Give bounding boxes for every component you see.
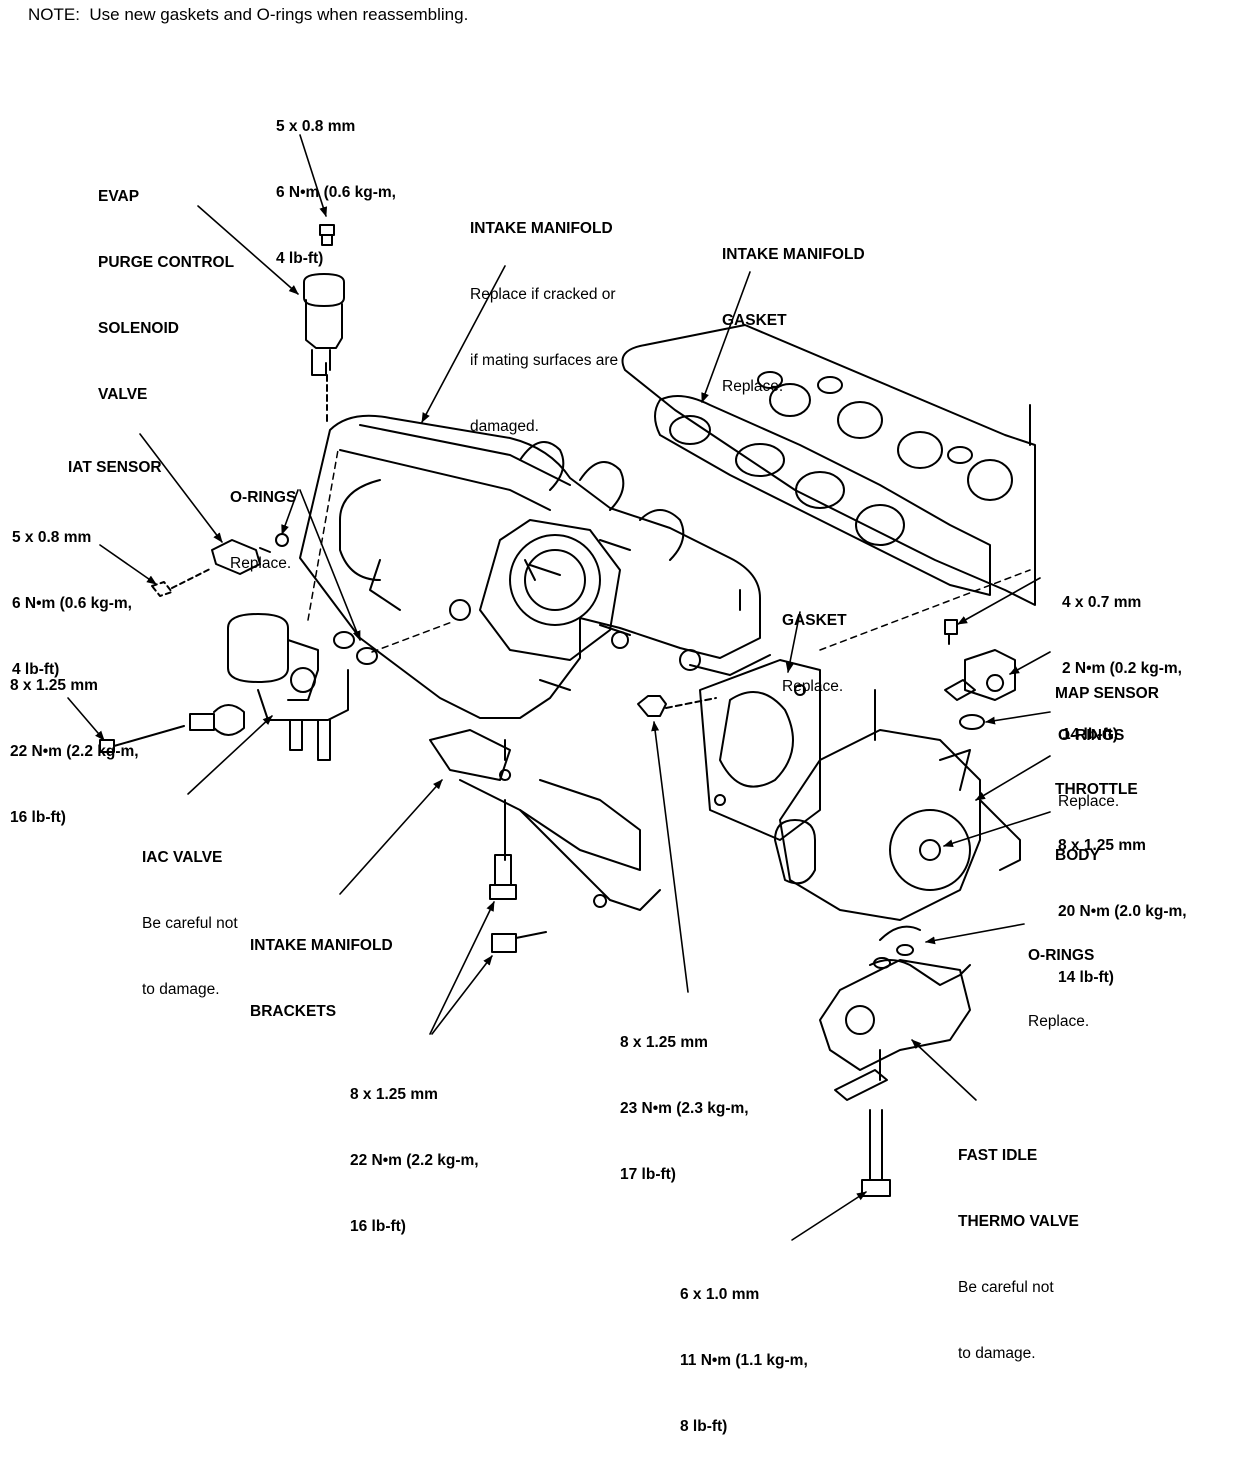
evap-solenoid-valve-part [303,224,345,426]
label-iat-sensor: IAT SENSOR [68,459,162,476]
label-o-rings-iat: O-RINGS Replace. [230,489,297,572]
fast-idle-thermo-valve-part [819,959,971,1197]
label-gasket: GASKET Replace. [782,612,847,695]
note-text: NOTE: Use new gaskets and O-rings when r… [28,5,469,24]
label-iac-valve: IAC VALVE Be careful not to damage. [142,849,238,998]
intake-manifold-part [299,414,771,719]
torque-label-iac-bolt: 8 x 1.25 mm 22 N•m (2.2 kg-m, 16 lb-ft) [10,677,139,826]
alignment-lines [307,449,1031,653]
intake-manifold-gasket-part [621,324,1036,606]
torque-label-bracket-bolts: 8 x 1.25 mm 22 N•m (2.2 kg-m, 16 lb-ft) [350,1086,479,1235]
label-o-rings-map: O-RINGS Replace. [1058,727,1125,810]
label-o-rings-throttle: O-RINGS Replace. [1028,947,1095,1030]
label-map-sensor: MAP SENSOR [1055,685,1159,702]
label-intake-manifold-brackets: INTAKE MANIFOLD BRACKETS [250,937,393,1020]
torque-label-nut: 8 x 1.25 mm 23 N•m (2.3 kg-m, 17 lb-ft) [620,1034,749,1183]
label-intake-manifold-gasket: INTAKE MANIFOLD GASKET Replace. [722,246,865,395]
exploded-view-drawing [67,134,1051,1241]
nut-part [637,695,717,717]
torque-label-iat-bolt: 5 x 0.8 mm 6 N•m (0.6 kg-m, 4 lb-ft) [12,529,132,678]
label-throttle-body: THROTTLE BODY [1055,781,1138,864]
torque-label-throttle-bolt: 8 x 1.25 mm 20 N•m (2.0 kg-m, 14 lb-ft) [1058,837,1187,986]
throttle-body-part [774,689,1021,969]
throttle-body-gasket-part [699,659,821,841]
intake-manifold-brackets-part [429,729,661,953]
label-evap-purge-control-solenoid-valve: EVAP PURGE CONTROL SOLENOID VALVE [98,188,235,403]
leader-lines [67,134,1051,1241]
label-intake-manifold: INTAKE MANIFOLD Replace if cracked or if… [470,220,619,435]
torque-label-fitv-bolt: 6 x 1.0 mm 11 N•m (1.1 kg-m, 8 lb-ft) [680,1286,808,1435]
iat-sensor-part [151,533,289,597]
torque-label-evap-bolt: 5 x 0.8 mm 6 N•m (0.6 kg-m, 4 lb-ft) [276,118,396,267]
label-fast-idle-thermo-valve: FAST IDLE THERMO VALVE Be careful not to… [958,1147,1079,1362]
torque-label-map-bolt: 4 x 0.7 mm 2 N•m (0.2 kg-m, 14 lb-ft) [1062,594,1182,743]
iac-valve-part [99,613,378,761]
map-sensor-part [944,619,1016,730]
